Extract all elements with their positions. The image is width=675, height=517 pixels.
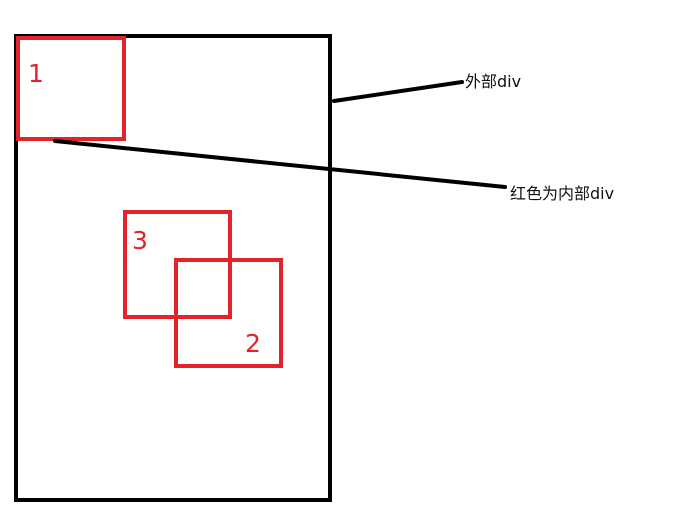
inner-box-1-label: 1 [28,59,44,88]
inner-box-1 [16,36,126,141]
outer-callout-line [332,80,464,103]
inner-box-3-label: 3 [132,226,148,255]
inner-callout-line [53,139,507,189]
inner-box-2 [174,258,283,368]
inner-callout-label: 红色为内部div [510,184,614,203]
outer-div-box [14,34,332,502]
inner-box-2-label: 2 [245,329,261,358]
outer-callout-label: 外部div [465,72,521,91]
